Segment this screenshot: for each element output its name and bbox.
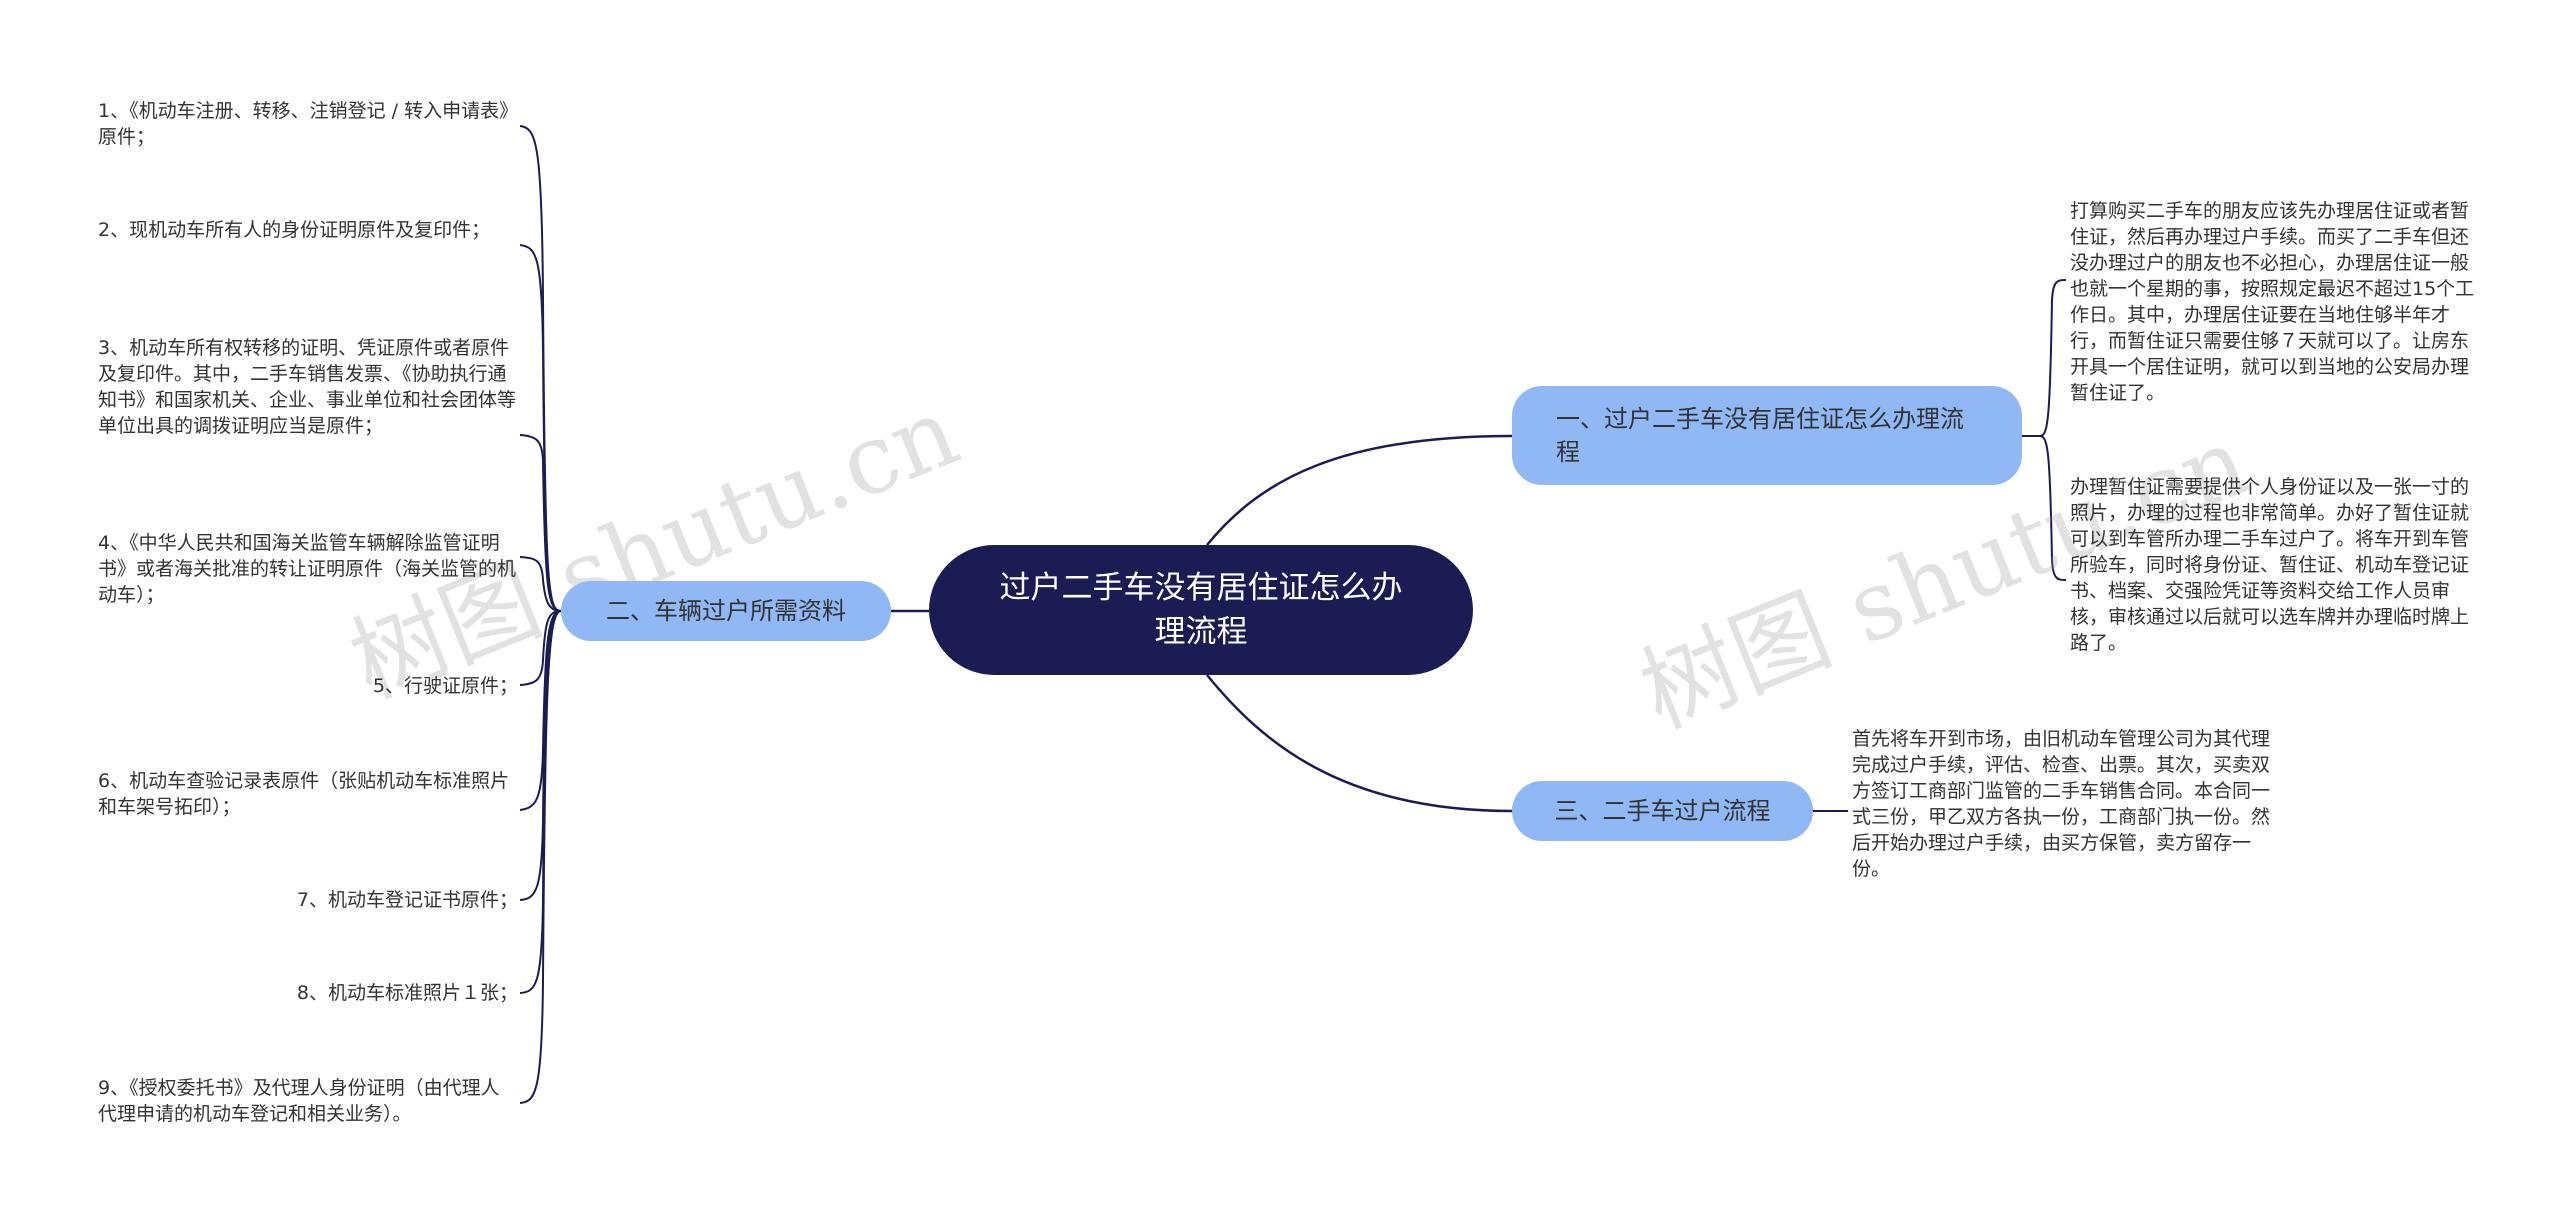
edge-b2-leaf7 xyxy=(519,610,562,901)
branch-3-label: 三、二手车过户流程 xyxy=(1554,796,1771,825)
branch-2-leaf-3: 3、机动车所有权转移的证明、凭证原件或者原件及复印件。其中，二手车销售发票、《协… xyxy=(98,337,517,437)
edge-root-b3 xyxy=(1206,674,1513,813)
branch-1-leaf-1: 打算购买二手车的朋友应该先办理居住证或者暂住证，然后再办理过户手续。而买了二手车… xyxy=(2070,200,2475,404)
branch-2-leaf-4: 4、《中华人民共和国海关监管车辆解除监管证明书》或者海关批准的转让证明原件（海关… xyxy=(98,532,517,606)
edge-b2-leaf1 xyxy=(519,125,562,612)
branch-2-leaf-8: 8、机动车标准照片１张； xyxy=(296,982,518,1004)
branch-1-label: 一、过户二手车没有居住证怎么办理流程 xyxy=(1556,404,1964,466)
branch-3-leaf-1: 首先将车开到市场，由旧机动车管理公司为其代理完成过户手续，评估、检查、出票。其次… xyxy=(1852,728,2271,880)
edge-b2-leaf6 xyxy=(519,610,562,811)
branch-node-1[interactable]: 一、过户二手车没有居住证怎么办理流程 xyxy=(1512,386,2022,485)
edge-b2-leaf3 xyxy=(519,434,562,612)
branch-node-2[interactable]: 二、车辆过户所需资料 xyxy=(561,581,891,641)
edge-b2-leaf4 xyxy=(519,556,562,612)
edge-b2-fan xyxy=(519,125,562,1104)
branch-2-leaf-7: 7、机动车登记证书原件； xyxy=(296,889,518,911)
edge-b2-leaf8 xyxy=(519,610,562,994)
edge-root-b1 xyxy=(1206,434,1513,546)
branch-2-leaf-9: 9、《授权委托书》及代理人身份证明（由代理人代理申请的机动车登记和相关业务）。 xyxy=(98,1077,500,1125)
branch-2-leaf-1: 1、《机动车注册、转移、注销登记 / 转入申请表》原件； xyxy=(98,100,509,148)
branch-2-label: 二、车辆过户所需资料 xyxy=(606,596,846,625)
branch-1-leaf-2: 办理暂住证需要提供个人身份证以及一张一寸的照片，办理的过程也非常简单。办好了暂住… xyxy=(2070,476,2470,654)
branch-node-3[interactable]: 三、二手车过户流程 xyxy=(1512,781,1813,841)
root-node[interactable]: 过户二手车没有居住证怎么办理流程 xyxy=(929,545,1473,675)
edge-b2-leaf5 xyxy=(519,610,562,686)
root-label: 过户二手车没有居住证怎么办理流程 xyxy=(999,570,1403,650)
edge-b1-leaf1 xyxy=(2022,279,2067,437)
branch-2-leaf-5: 5、行驶证原件； xyxy=(372,675,518,697)
branch-2-leaf-6: 6、机动车查验记录表原件（张贴机动车标准照片和车架号拓印）； xyxy=(98,770,510,818)
branch-2-leaf-2: 2、现机动车所有人的身份证明原件及复印件； xyxy=(98,219,491,241)
edge-b2-leaf9 xyxy=(519,610,562,1104)
edge-b1-leaf2 xyxy=(2039,435,2067,581)
edge-b2-leaf2 xyxy=(519,244,562,612)
